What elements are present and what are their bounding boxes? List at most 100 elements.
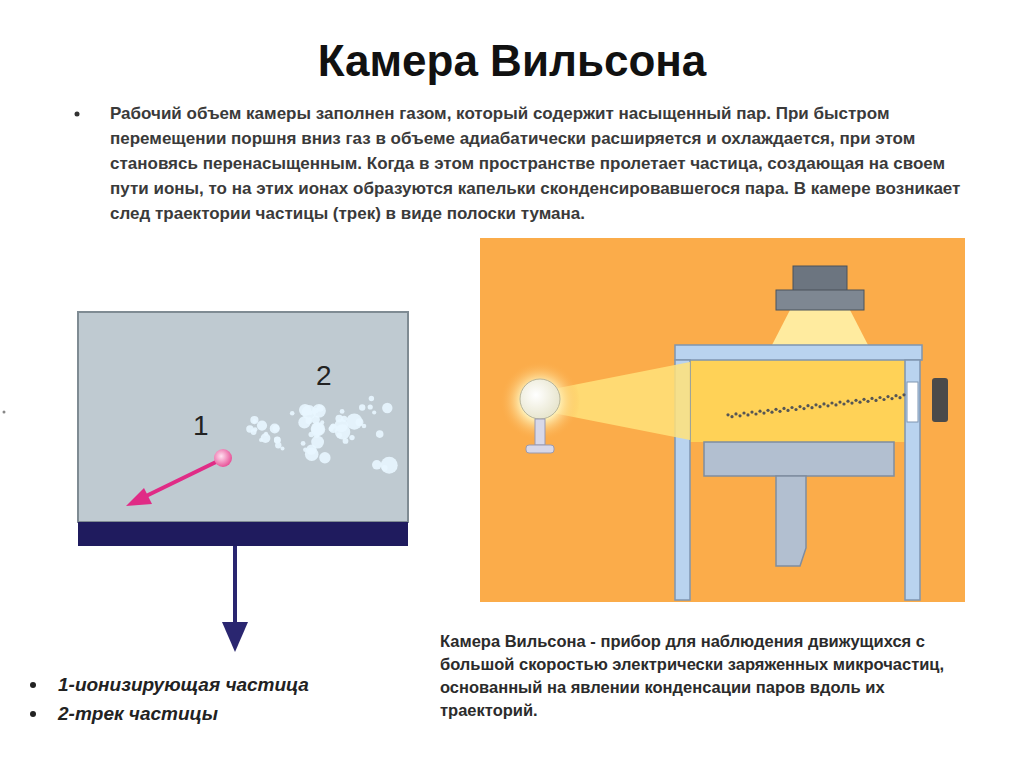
track-dot xyxy=(806,404,809,407)
page-title: Камера Вильсона xyxy=(0,36,1024,86)
track-dot xyxy=(734,412,737,415)
ionizing-particle xyxy=(214,449,232,467)
track-dot xyxy=(814,403,817,406)
callout-number: 2 xyxy=(316,362,332,390)
dot xyxy=(3,411,6,414)
droplet xyxy=(309,432,315,438)
track-dot xyxy=(826,404,829,407)
legend-note: 1-ионизирующая частица xyxy=(58,673,309,697)
piston-rod xyxy=(776,476,806,566)
track-dot xyxy=(842,402,845,405)
track-droplets xyxy=(246,396,398,474)
arrowhead xyxy=(126,488,152,506)
track-dot xyxy=(818,405,821,408)
callout-number: 1 xyxy=(193,412,209,440)
track-dot xyxy=(750,411,753,414)
track-dot xyxy=(786,409,789,412)
track-dot xyxy=(774,408,777,411)
piston xyxy=(78,522,408,546)
camera xyxy=(793,266,847,292)
bullet xyxy=(30,711,36,717)
droplet xyxy=(312,416,320,424)
droplet xyxy=(317,405,324,412)
particle-arrow xyxy=(142,462,216,498)
radioactive-source xyxy=(932,378,948,422)
droplet xyxy=(319,452,330,463)
droplet xyxy=(381,457,398,474)
track-dot xyxy=(758,410,761,413)
arrowhead xyxy=(222,622,248,652)
droplet xyxy=(311,436,324,449)
droplet xyxy=(362,424,367,429)
track-dot xyxy=(742,411,745,414)
droplet xyxy=(281,446,285,450)
droplet xyxy=(272,425,279,432)
track-dot xyxy=(762,412,765,415)
track-dot xyxy=(770,411,773,414)
droplet xyxy=(253,419,257,423)
track-dot xyxy=(854,399,857,402)
track-dot xyxy=(838,401,841,404)
droplet xyxy=(274,437,281,444)
description-text: Рабочий объем камеры заполнен газом, кот… xyxy=(110,101,975,226)
droplet xyxy=(320,420,324,424)
track-dot xyxy=(798,405,801,408)
track-dot xyxy=(746,413,749,416)
track-dot xyxy=(874,399,877,402)
track-dot xyxy=(782,407,785,410)
track-dot xyxy=(822,402,825,405)
track-dot xyxy=(834,403,837,406)
lamp-base xyxy=(526,445,554,453)
lamp-stand xyxy=(535,419,545,445)
droplet xyxy=(303,447,308,452)
track-dot xyxy=(878,396,881,399)
track-dot xyxy=(726,413,729,416)
droplet xyxy=(359,404,365,410)
droplet xyxy=(372,410,376,414)
track-dot xyxy=(890,397,893,400)
track-dot xyxy=(902,393,905,396)
droplet xyxy=(369,396,374,401)
chamber-volume xyxy=(78,312,408,522)
droplet xyxy=(340,409,345,414)
track-dot xyxy=(790,406,793,409)
droplet xyxy=(330,423,335,428)
droplet xyxy=(250,416,258,424)
droplet xyxy=(349,435,354,440)
track-dot xyxy=(882,398,885,401)
window xyxy=(907,382,918,422)
droplet xyxy=(270,424,280,434)
droplet xyxy=(261,433,271,443)
track-dot xyxy=(802,407,805,410)
droplet xyxy=(376,430,384,438)
caption: Камера Вильсона - прибор для наблюдения … xyxy=(440,630,985,722)
track-dot xyxy=(738,414,741,417)
track-dot xyxy=(754,412,757,415)
working-volume xyxy=(690,360,905,442)
lamp xyxy=(520,379,560,419)
droplet xyxy=(372,460,382,470)
droplet xyxy=(335,419,348,432)
droplet xyxy=(290,411,295,416)
track-dot xyxy=(870,397,873,400)
bullet xyxy=(75,112,80,117)
track-dot xyxy=(862,398,865,401)
track-dot xyxy=(794,408,797,411)
track-dot xyxy=(850,402,853,405)
droplet xyxy=(382,403,392,413)
track-dot xyxy=(730,415,733,418)
track-dot xyxy=(898,396,901,399)
motion-arrow xyxy=(233,546,237,628)
camera-lens xyxy=(776,290,864,310)
track-dot xyxy=(778,410,781,413)
wall xyxy=(905,360,920,600)
piston xyxy=(704,442,894,476)
droplet xyxy=(257,421,267,431)
track-dot xyxy=(886,395,889,398)
droplet xyxy=(301,441,306,446)
track-dot xyxy=(866,400,869,403)
track-dot xyxy=(830,401,833,404)
droplet xyxy=(274,437,281,444)
droplet xyxy=(246,425,253,432)
droplet xyxy=(368,404,373,409)
